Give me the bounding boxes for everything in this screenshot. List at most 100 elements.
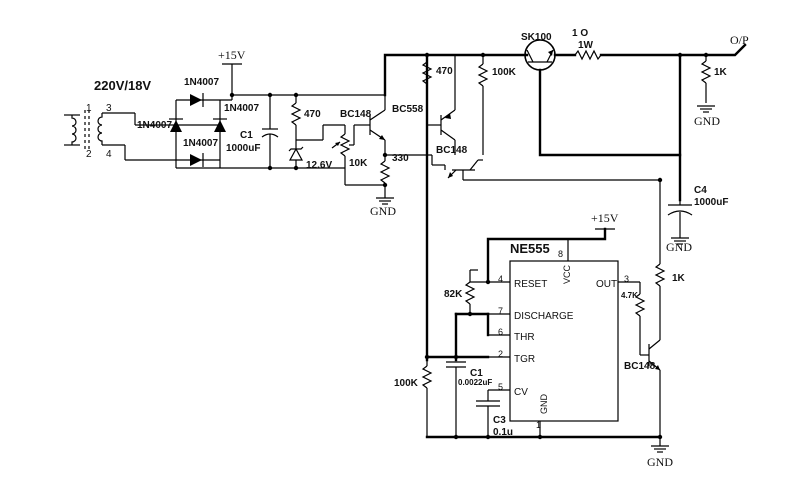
ground-symbol-left: GND (370, 195, 396, 218)
pin-8-number: 8 (558, 249, 563, 259)
ne555-body (509, 260, 619, 422)
diode-1-icon (190, 94, 202, 106)
supply-plus15-ic-label: +15V (591, 211, 619, 225)
resistor-100k-top-label: 100K (492, 67, 517, 78)
resistor-330-label: 330 (392, 153, 409, 164)
pin-reset-label: RESET (514, 279, 547, 290)
capacitor-c3-name: C3 (493, 415, 506, 426)
transistor-q3-emitter-icon (448, 172, 453, 178)
transformer-pin-4: 4 (106, 149, 112, 160)
pin-4-number: 4 (498, 274, 503, 284)
diode-3-icon (214, 120, 226, 132)
potentiometer-10k: 10K (331, 125, 368, 169)
capacitor-c3-value: 0.1u (493, 427, 513, 438)
ground-symbol-c4: GND (666, 237, 692, 254)
transformer-primary-coil (71, 115, 77, 145)
ground-left-label: GND (370, 204, 396, 218)
transformer-pin-2: 2 (86, 149, 92, 160)
resistor-470-a-label: 470 (304, 109, 321, 120)
ground-c4-label: GND (666, 240, 692, 254)
capacitor-c1-name: C1 (240, 130, 253, 141)
diode-2-label: 1N4007 (137, 120, 172, 131)
resistor-470-b-label: 470 (436, 66, 453, 77)
transistor-q2: BC558 (392, 104, 456, 141)
pin-tgr-label: TGR (514, 354, 535, 365)
capacitor-c1: C1 1000uF (226, 95, 279, 168)
resistor-4-7k-label: 4.7K (621, 291, 638, 300)
resistor-1k-out: 1K (700, 55, 728, 103)
ground-symbol-output: GND (694, 105, 720, 128)
resistor-4-7k: 4.7K (621, 282, 646, 355)
bridge-rectifier: 1N4007 1N4007 1N4007 1N4007 (135, 77, 259, 169)
transformer-secondary-coil (97, 113, 103, 145)
pin-out-label: OUT (596, 279, 617, 290)
pin-3-number: 3 (624, 274, 629, 284)
transformer-rating-label: 220V/18V (94, 78, 151, 93)
transistor-q1-label: BC148 (340, 109, 372, 120)
pin-gnd-label: GND (539, 394, 549, 415)
resistor-1-ohm: 1 O 1W (572, 28, 602, 61)
resistor-1k-out-label: 1K (714, 67, 728, 78)
transistor-sk100-label: SK100 (521, 32, 552, 43)
pin-vcc-label: VCC (562, 264, 572, 284)
transformer-pin-1: 1 (86, 103, 92, 114)
diode-1-label: 1N4007 (184, 77, 219, 88)
pin-cv-label: CV (514, 387, 528, 398)
transistor-q1: BC148 (340, 95, 386, 141)
transistor-sk100: SK100 (521, 32, 556, 71)
resistor-330: 330 (379, 153, 409, 195)
transistor-q2-emitter-icon (445, 113, 451, 119)
capacitor-c1-timing-name: C1 (470, 368, 483, 379)
supply-plus15-top-label: +15V (218, 48, 246, 62)
resistor-100k-low-label: 100K (394, 378, 419, 389)
pin-discharge-label: DISCHARGE (514, 311, 574, 322)
transistor-q4: BC148 (624, 339, 661, 372)
resistor-1k-base-label: 1K (672, 273, 686, 284)
diode-2-icon (170, 120, 182, 132)
pin-thr-label: THR (514, 332, 535, 343)
pin-1-number: 1 (536, 420, 541, 430)
resistor-470-a: 470 (290, 95, 321, 140)
resistor-82k-label: 82K (444, 289, 463, 300)
transistor-q3: BC148 (431, 145, 483, 179)
transformer-pin-3: 3 (106, 103, 112, 114)
pin-2-number: 2 (498, 349, 503, 359)
potentiometer-label: 10K (349, 158, 368, 169)
sk100-emitter-icon (548, 50, 553, 56)
resistor-82k: 82K (444, 269, 488, 314)
pin-7-number: 7 (498, 306, 503, 316)
capacitor-c1-value: 1000uF (226, 143, 260, 154)
zener-label: 12.6V (306, 160, 332, 171)
capacitor-c4-value: 1000uF (694, 197, 728, 208)
transistor-q1-emitter-icon (379, 135, 385, 140)
diode-4-label: 1N4007 (183, 138, 218, 149)
ground-output-label: GND (694, 114, 720, 128)
resistor-100k-top: 100K (477, 55, 517, 155)
transistor-q3-label: BC148 (436, 145, 468, 156)
capacitor-c3: C3 0.1u (476, 390, 513, 438)
ne555-ic: NE555 RESET DISCHARGE THR TGR CV OUT VCC… (498, 241, 629, 430)
zener-icon (288, 147, 304, 161)
capacitor-c1-timing-value: 0.0022uF (458, 378, 492, 387)
output-label: O/P (730, 33, 749, 47)
diode-3-label: 1N4007 (224, 103, 259, 114)
resistor-1-ohm-label: 1 O (572, 28, 588, 39)
main-rail (383, 53, 529, 97)
output-rail (599, 43, 747, 57)
resistor-100k-low: 100K (394, 357, 433, 437)
resistor-1-watt-label: 1W (578, 40, 594, 51)
transistor-q4-emitter-icon (655, 365, 660, 370)
transistor-q4-label: BC148 (624, 361, 656, 372)
junction-dots (229, 52, 709, 440)
ne555-name: NE555 (510, 241, 550, 256)
ground-symbol-bottom: GND (647, 437, 673, 469)
capacitor-c1-timing: C1 0.0022uF (446, 361, 492, 437)
supply-plus15-top: +15V (218, 48, 246, 100)
resistor-1k-base: 1K (654, 263, 686, 340)
capacitor-c4: C4 1000uF (667, 185, 728, 238)
transformer: 1 2 3 4 220V/18V (64, 78, 151, 160)
capacitor-c4-name: C4 (694, 185, 707, 196)
transistor-q2-label: BC558 (392, 104, 424, 115)
